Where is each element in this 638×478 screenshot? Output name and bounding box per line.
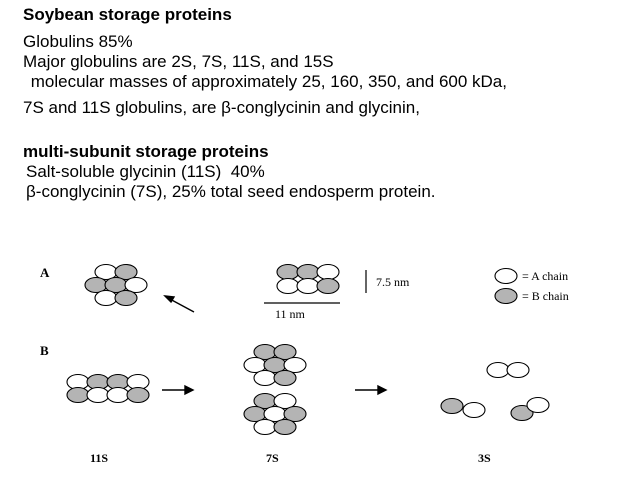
subunit-3s [510, 404, 534, 422]
subunit-circles [66, 263, 550, 436]
slide-text: Soybean storage proteins Globulins 85% M… [23, 4, 633, 202]
subunit-a-side [276, 263, 300, 281]
label-11s: 11S [90, 451, 108, 465]
subunit-3s [486, 361, 510, 379]
subunit-a-side [276, 277, 300, 295]
panel-b-label: B [40, 343, 49, 358]
subunit-a-hex [124, 276, 148, 294]
subunit-3s [462, 401, 486, 419]
arrow-a [163, 295, 195, 313]
scale-vertical-label: 7.5 nm [376, 275, 410, 289]
subunit-a-hex [114, 289, 138, 307]
subunit-a-side [296, 263, 320, 281]
scale-horizontal-label: 11 nm [275, 307, 306, 321]
subunit-a-side [296, 277, 320, 295]
subtitle: multi-subunit storage proteins [23, 142, 269, 161]
subunit-3s [506, 361, 530, 379]
subunit-a-side [316, 277, 340, 295]
subunit-figure: A B 7.5 nm 11 nm = A chain = B chain 11S… [40, 263, 569, 465]
subunit-11s [106, 386, 130, 404]
subunit-7s [273, 392, 297, 410]
line-globulins: Globulins 85% [23, 32, 133, 51]
arrow-b-2 [355, 384, 388, 396]
legend-a-chain-icon [494, 267, 518, 285]
subunit-7s [283, 405, 307, 423]
subunit-3s [526, 396, 550, 414]
panel-a-label: A [40, 265, 50, 280]
line-7s-11s: 7S and 11S globulins, are β-conglycinin … [23, 98, 420, 117]
arrow-b-1 [162, 384, 195, 396]
subunit-a-side [316, 263, 340, 281]
label-3s: 3S [478, 451, 491, 465]
subunit-7s [253, 369, 277, 387]
line-glycinin: Salt-soluble glycinin (11S) 40% [26, 162, 265, 181]
subunit-a-hex [94, 289, 118, 307]
legend-b-chain-icon [494, 287, 518, 305]
subunit-11s [86, 386, 110, 404]
subunit-a-hex [114, 263, 138, 281]
subunit-3s [440, 397, 464, 415]
line-molecular-masses: molecular masses of approximately 25, 16… [26, 72, 507, 91]
line-conglycinin: β-conglycinin (7S), 25% total seed endos… [26, 182, 436, 201]
subunit-7s [253, 418, 277, 436]
subunit-11s [126, 386, 150, 404]
legend-a-chain-label: = A chain [522, 269, 568, 283]
label-7s: 7S [266, 451, 279, 465]
slide-title: Soybean storage proteins [23, 5, 232, 24]
subunit-7s [273, 418, 297, 436]
subunit-7s [273, 369, 297, 387]
subunit-7s [283, 356, 307, 374]
legend-b-chain-label: = B chain [522, 289, 569, 303]
subunit-7s [273, 343, 297, 361]
line-major-globulins: Major globulins are 2S, 7S, 11S, and 15S [23, 52, 334, 71]
subunit-11s [66, 386, 90, 404]
